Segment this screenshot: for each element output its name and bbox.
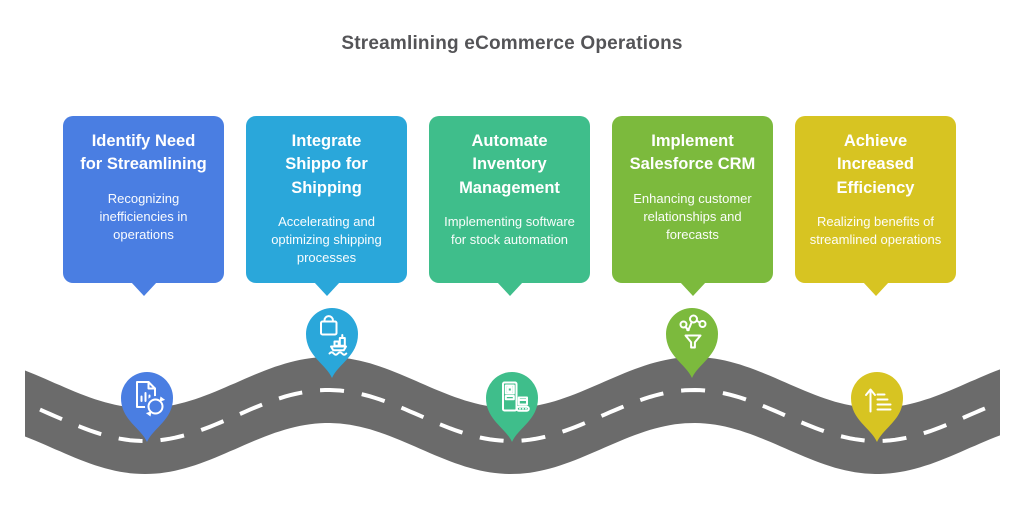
- step-card-salesforce-crm: Implement Salesforce CRM Enhancing custo…: [612, 116, 773, 296]
- step-description: Accelerating and optimizing shipping pro…: [271, 214, 382, 266]
- step-card-integrate-shippo: Integrate Shippo for Shipping Accelerati…: [246, 116, 407, 296]
- pin-integrate-shippo: [302, 304, 362, 380]
- step-description: Realizing benefits of streamlined operat…: [809, 214, 942, 248]
- package-ship-icon: [320, 315, 348, 356]
- step-title: Identify Need for Streamlining: [80, 132, 207, 174]
- step-description: Enhancing customer relationships and for…: [633, 190, 752, 242]
- step-title: Automate Inventory Management: [459, 132, 560, 197]
- card-pointer: [313, 282, 340, 296]
- card-pointer: [130, 282, 157, 296]
- page-title: Streamlining eCommerce Operations: [341, 33, 683, 54]
- step-title: Integrate Shippo for Shipping: [285, 132, 368, 197]
- pin-automate-inventory: [482, 368, 542, 444]
- card-pointer: [679, 282, 706, 296]
- inventory-machine-icon: [502, 381, 530, 412]
- card-pointer: [496, 282, 523, 296]
- pin-salesforce-crm: [662, 304, 722, 380]
- step-description: Recognizing inefficiencies in operations: [99, 190, 188, 242]
- step-card-identify-need: Identify Need for Streamlining Recognizi…: [63, 116, 224, 296]
- document-chart-sync-icon: [136, 381, 166, 417]
- pin-identify-need: [117, 368, 177, 444]
- step-description: Implementing software for stock automati…: [444, 214, 575, 248]
- ascending-arrow-icon: [865, 388, 892, 413]
- card-pointer: [862, 282, 889, 296]
- network-funnel-icon: [679, 314, 707, 349]
- step-title: Implement Salesforce CRM: [629, 132, 756, 174]
- step-card-automate-inventory: Automate Inventory Management Implementi…: [429, 116, 590, 296]
- step-card-achieve-efficiency: Achieve Increased Efficiency Realizing b…: [795, 116, 956, 296]
- step-title: Achieve Increased Efficiency: [836, 132, 915, 197]
- pin-achieve-efficiency: [847, 368, 907, 444]
